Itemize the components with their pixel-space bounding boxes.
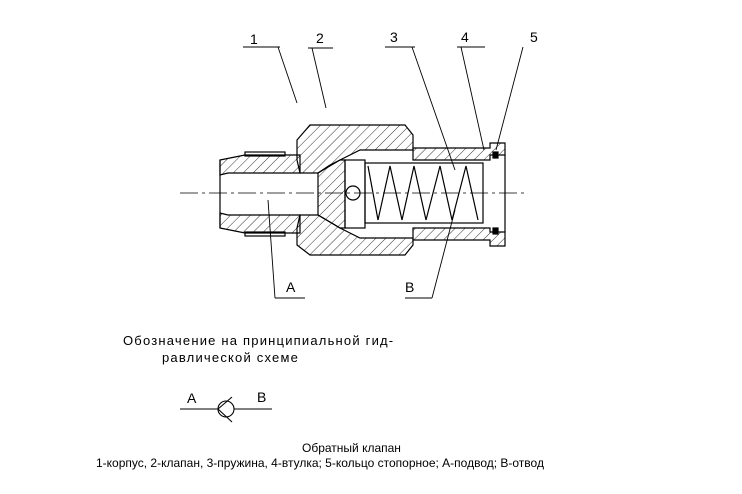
part-label-4: 4 <box>461 29 469 45</box>
body-1 <box>296 124 414 174</box>
inlet-fitting <box>219 154 301 176</box>
figure-legend: 1-корпус, 2-клапан, 3-пружина, 4-втулка;… <box>96 456 544 470</box>
port-label-a: A <box>286 279 296 295</box>
figure-title: Обратный клапан <box>302 441 401 455</box>
part-label-2: 2 <box>316 30 324 46</box>
retaining-ring-5 <box>492 151 499 159</box>
part-label-5: 5 <box>530 29 538 45</box>
symbol-label-a: A <box>187 390 197 406</box>
sleeve-4 <box>412 142 506 161</box>
symbol-label-b: B <box>257 389 267 405</box>
symbol-caption-line1: Обозначение на принципиальной гид- <box>123 333 395 348</box>
part-label-1: 1 <box>250 31 258 47</box>
port-label-b: B <box>405 279 415 295</box>
part-label-3: 3 <box>390 29 398 45</box>
symbol-caption-line2: равлической схеме <box>162 350 300 365</box>
check-valve-symbol <box>180 396 272 423</box>
valve-2 <box>317 159 346 229</box>
